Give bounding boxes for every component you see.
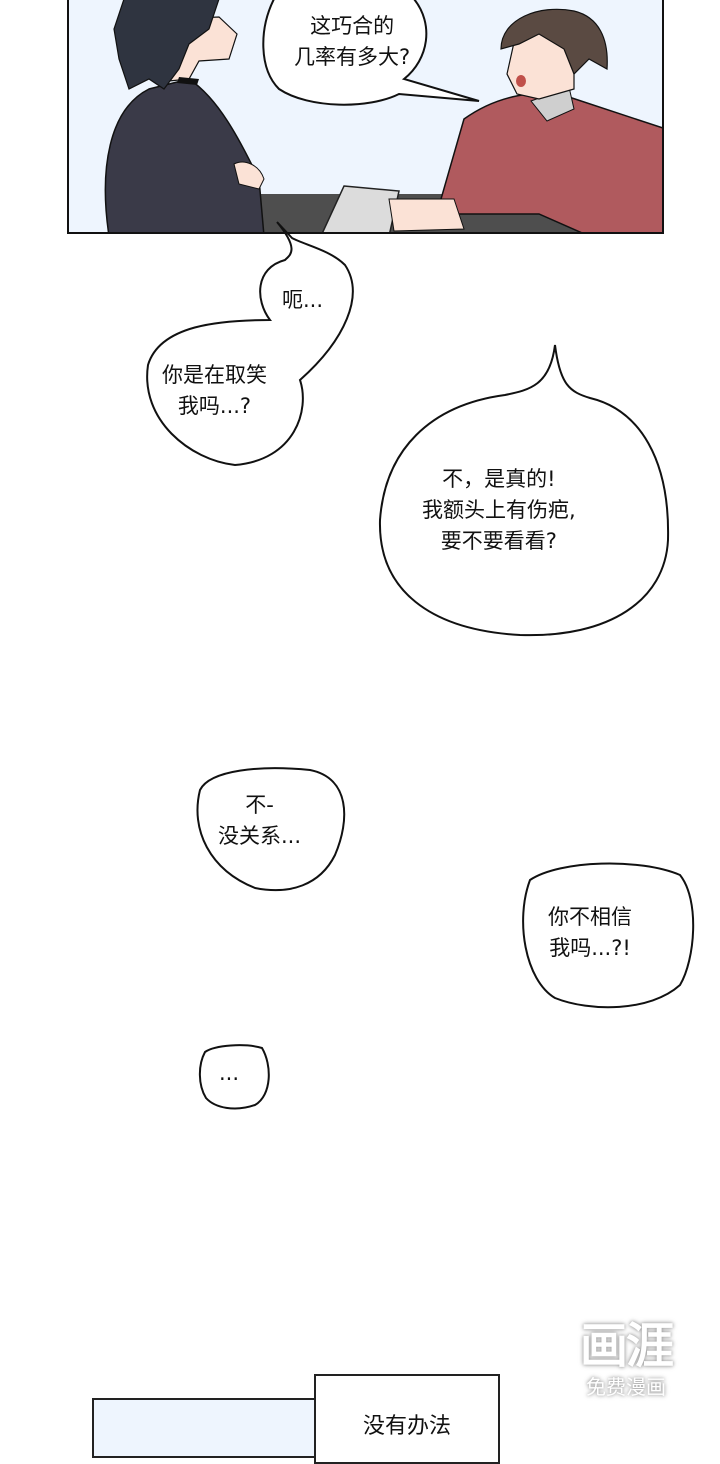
speech-bubble-dont-believe: 你不相信 我吗...?! xyxy=(548,905,632,960)
speech-bubble-uh: 呃... xyxy=(282,288,324,312)
watermark-subtitle: 免费漫画 xyxy=(586,1375,666,1399)
caption-text: 没有办法 xyxy=(362,1414,451,1439)
speech-bubble-joking: 你是在取笑 我吗...? xyxy=(162,363,267,418)
speech-bubble-its-real: 不，是真的! 我额头上有伤疤, 要不要看看? xyxy=(422,467,576,553)
panel-illustration xyxy=(104,0,662,232)
speech-bubble-never-mind: 不- 没关系... xyxy=(218,793,302,848)
speech-bubble-coincidence: 这巧合的 几率有多大? xyxy=(294,14,411,69)
comic-panel-top: 这巧合的 几率有多大? xyxy=(67,0,664,234)
watermark: 画涯 免费漫画 xyxy=(566,1318,686,1418)
speech-bubble-ellipsis: ... xyxy=(219,1061,240,1085)
watermark-logo: 画涯 xyxy=(579,1318,674,1374)
comic-panel-bottom xyxy=(92,1398,332,1458)
caption-box: 没有办法 xyxy=(314,1374,500,1464)
